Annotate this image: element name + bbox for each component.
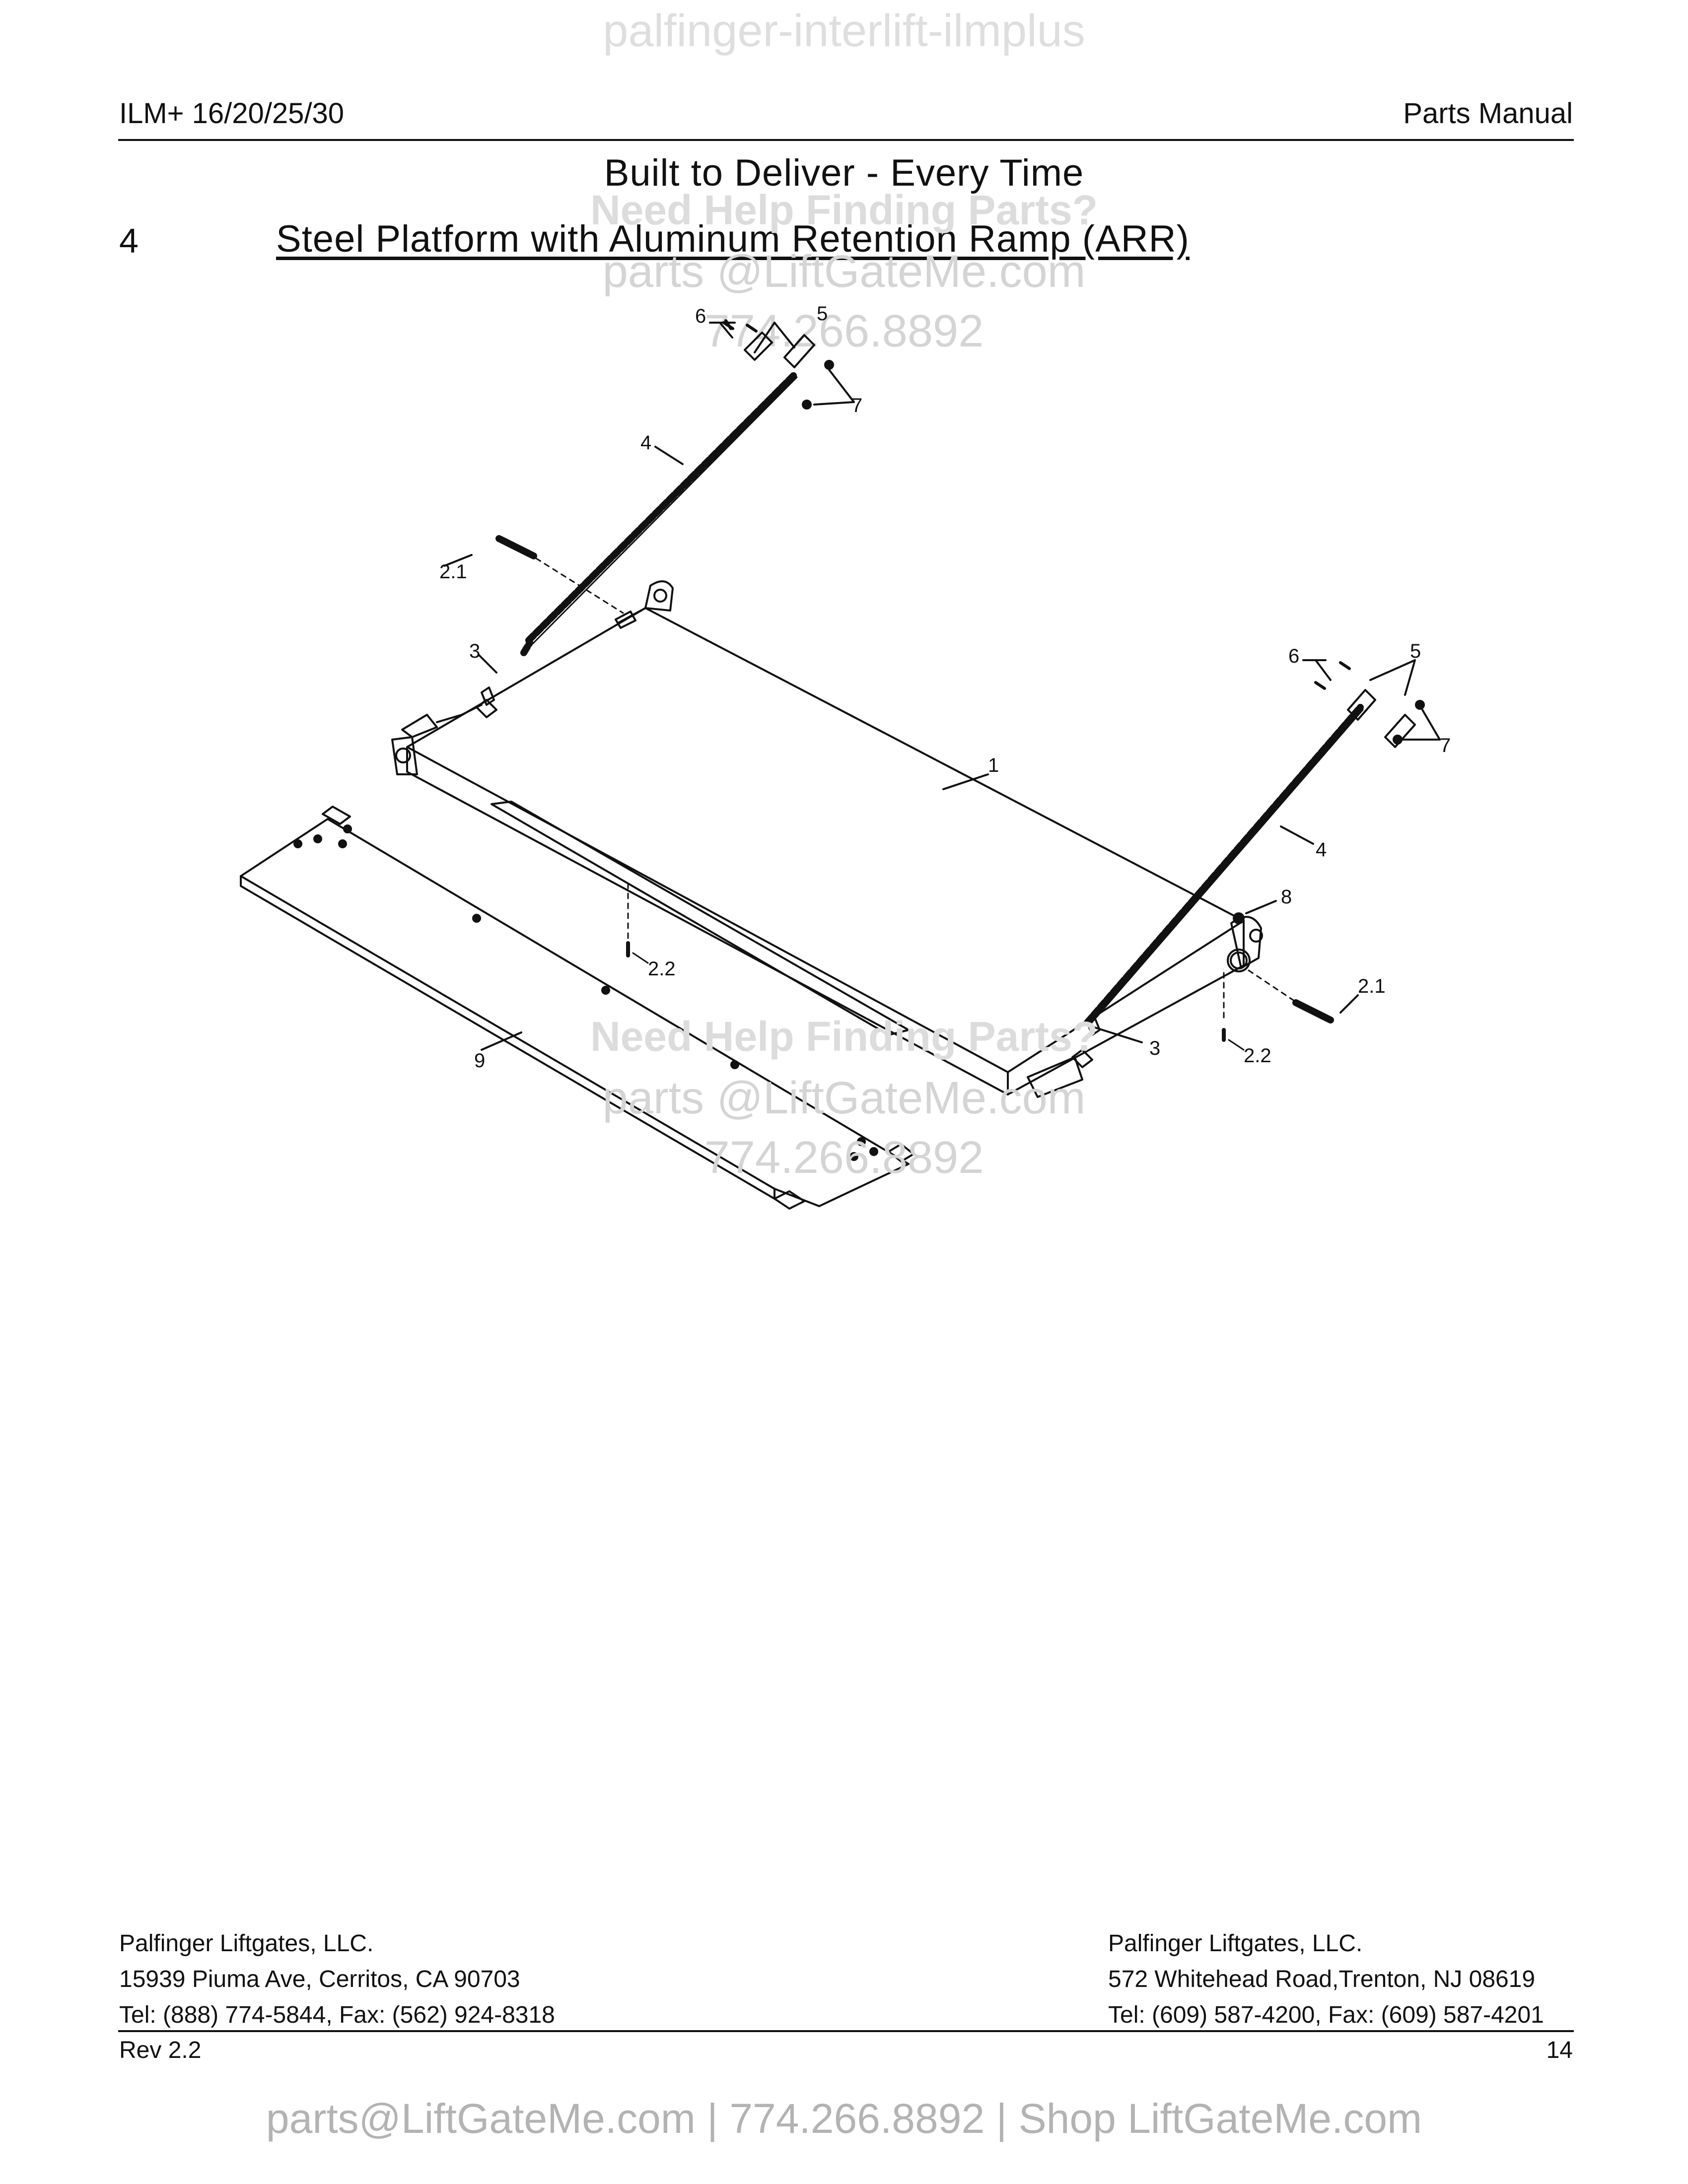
footer-right-phone: Tel: (609) 587-4200, Fax: (609) 587-4201 — [1108, 2002, 1544, 2028]
chain-left — [520, 371, 798, 656]
callout-label: 8 — [1281, 886, 1292, 908]
footer-address-left: Palfinger Liftgates, LLC. 15939 Piuma Av… — [119, 1926, 555, 2033]
watermark-email-lower: parts @LiftGateMe.com — [602, 1073, 1086, 1123]
bolt-8 — [1233, 900, 1277, 924]
callout-labels: 6 5 7 4 2.1 3 1 6 5 7 4 8 2.1 2.2 3 2.2 … — [439, 303, 1451, 1072]
footer-left-company: Palfinger Liftgates, LLC. — [119, 1930, 374, 1957]
watermark-email-upper: parts @LiftGateMe.com — [602, 246, 1086, 297]
footer-right-company: Palfinger Liftgates, LLC. — [1108, 1930, 1363, 1957]
callout-label: 2.1 — [439, 561, 467, 583]
watermark-help-lower: Need Help Finding Parts? — [590, 1013, 1098, 1060]
page-number: 14 — [1546, 2037, 1573, 2063]
header-rule — [118, 139, 1574, 141]
pin-right — [1248, 969, 1359, 1024]
revision: Rev 2.2 — [119, 2037, 202, 2063]
watermark-phone-lower: 774.266.8892 — [704, 1132, 984, 1183]
callout-label: 4 — [1316, 839, 1327, 861]
callout-label: 3 — [469, 640, 480, 662]
fasteners-upper-left — [709, 319, 855, 410]
callout-label: 7 — [1440, 735, 1451, 756]
chain-right — [1084, 704, 1364, 1026]
fasteners-upper-right — [1302, 659, 1441, 748]
section-number: 4 — [119, 221, 139, 260]
footer-right-address: 572 Whitehead Road,Trenton, NJ 08619 — [1108, 1966, 1536, 1992]
callout-label: 4 — [640, 432, 651, 454]
callout-label: 7 — [851, 395, 862, 416]
callout-label: 3 — [1149, 1037, 1160, 1059]
ramp — [240, 806, 914, 1210]
callout-label: 5 — [1410, 640, 1421, 662]
section-title: Steel Platform with Aluminum Retention R… — [276, 218, 1190, 260]
fastener-2-2 — [626, 883, 1245, 1051]
footer-left-phone: Tel: (888) 774-5844, Fax: (562) 924-8318 — [119, 2002, 555, 2028]
watermark-help-upper: Need Help Finding Parts? — [590, 187, 1098, 233]
callout-label: 6 — [1288, 645, 1299, 667]
callout-label: 2.2 — [1244, 1045, 1271, 1067]
callout-label: 1 — [988, 754, 999, 776]
callout-label: 6 — [695, 305, 706, 327]
callout-label: 2.2 — [648, 958, 676, 980]
watermark-phone-upper: 774.266.8892 — [704, 306, 984, 356]
callout-label: 5 — [817, 303, 828, 325]
callout-label: 2.1 — [1358, 975, 1386, 997]
footer-rule — [118, 2030, 1574, 2032]
header-left: ILM+ 16/20/25/30 — [119, 97, 345, 130]
header-right: Parts Manual — [1403, 97, 1573, 130]
pin-left — [443, 535, 624, 614]
footer-address-right: Palfinger Liftgates, LLC. 572 Whitehead … — [1108, 1926, 1544, 2033]
footer-left-address: 15939 Piuma Ave, Cerritos, CA 90703 — [119, 1966, 520, 1992]
bottom-contact-links[interactable]: parts@LiftGateMe.com | 774.266.8892 | Sh… — [266, 2095, 1422, 2142]
tagline: Built to Deliver - Every Time — [604, 152, 1084, 194]
callout-label: 9 — [474, 1050, 485, 1072]
watermark-top: palfinger-interlift-ilmplus — [603, 5, 1085, 56]
